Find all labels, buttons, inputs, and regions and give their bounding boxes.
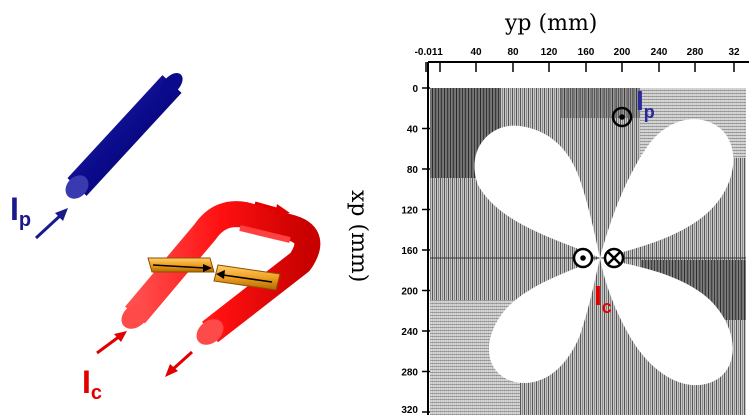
y-axis: 0 40 80 120 160 200 240 280 320 [401, 62, 430, 415]
lobe-top-left [474, 125, 600, 258]
x-tick-label: -0.01 [415, 47, 438, 58]
coil-current-arrow-right [165, 350, 194, 377]
coil-cross-marker [603, 247, 625, 269]
y-tick-label: 0 [412, 84, 418, 95]
coil-current-label: Ic [82, 364, 102, 404]
coil-current-arrow-left [96, 331, 127, 355]
lobe-bottom-right [600, 258, 733, 386]
field-map-plot [430, 88, 746, 415]
x-tick-label: 200 [614, 47, 631, 58]
x-tick-label: 1 [437, 47, 443, 58]
x-tick-label: 120 [541, 47, 558, 58]
probe-marker [611, 106, 633, 128]
lobe-top-right [600, 119, 734, 258]
x-tick-label: 40 [470, 47, 482, 58]
lobe-bottom-left [488, 258, 600, 383]
sensor-right [213, 264, 281, 291]
x-tick-label: 32 [728, 47, 740, 58]
y-tick-label: 40 [407, 125, 419, 136]
x-tick-label: 80 [507, 47, 519, 58]
coil-dot-marker [572, 247, 594, 269]
probe-current-arrow [34, 208, 68, 240]
y-tick-label: 160 [401, 246, 418, 257]
x-axis-title: yp (mm) [504, 11, 597, 36]
probe-cylinder [65, 73, 183, 199]
x-tick-label: 280 [687, 47, 704, 58]
y-tick-label: 80 [407, 165, 419, 176]
x-tick-label: 240 [651, 47, 668, 58]
coil-marker-label: Ic [594, 280, 612, 317]
y-tick-label: 240 [401, 327, 418, 338]
coil-u-shape [121, 201, 321, 345]
coil-top-arrow [254, 201, 290, 215]
x-tick-label: 160 [578, 47, 595, 58]
y-axis-title: xp (mm) [346, 190, 371, 282]
y-tick-label: 280 [401, 368, 418, 379]
probe-marker-label: Ip [636, 85, 655, 122]
y-tick-label: 200 [401, 287, 418, 298]
sensor-left [147, 257, 215, 273]
y-tick-label: 320 [401, 405, 418, 415]
y-tick-label: 120 [401, 206, 418, 217]
probe-current-label: Ip [10, 191, 31, 231]
